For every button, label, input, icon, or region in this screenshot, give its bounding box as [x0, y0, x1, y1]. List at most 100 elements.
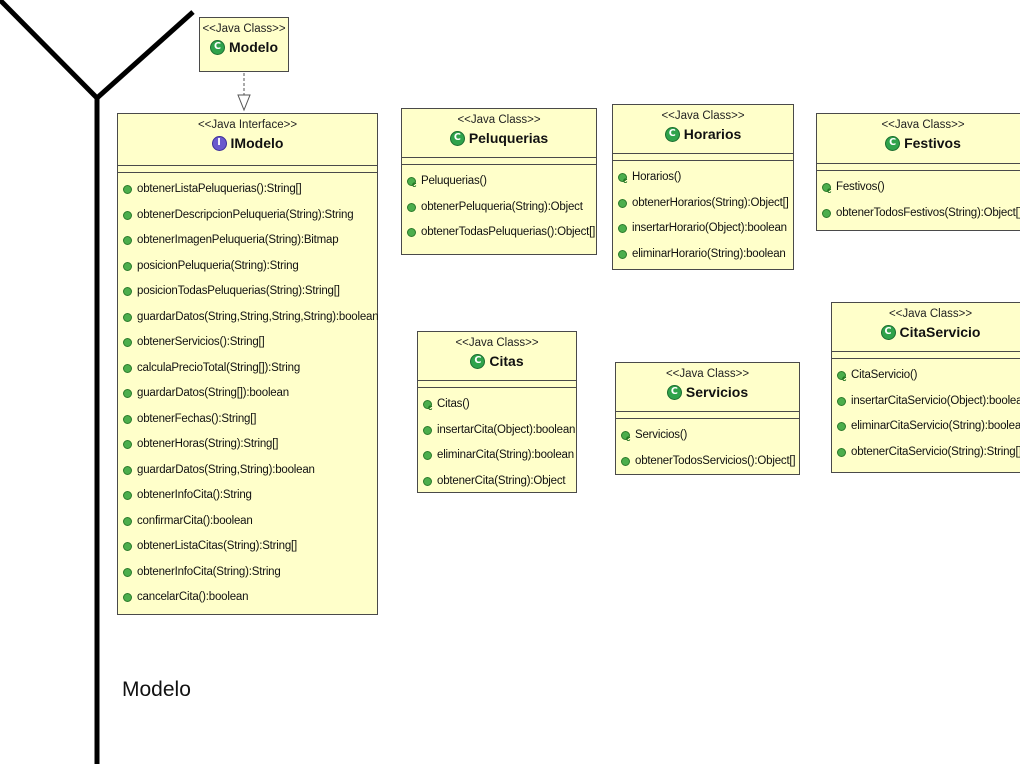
- class-name: Peluquerias: [468, 130, 549, 146]
- public-method-icon: [123, 593, 132, 603]
- method-item: guardarDatos(String,String):boolean: [123, 458, 377, 484]
- package-frame-left-diagonal: [0, 0, 99, 100]
- attributes-separator: [616, 411, 799, 418]
- public-method-icon: [407, 228, 416, 238]
- method-signature: obtenerTodosFestivos(String):Object[]: [836, 206, 1020, 219]
- constructor-icon: [837, 366, 846, 392]
- method-item: cancelarCita():boolean: [123, 585, 377, 611]
- public-method-icon: [618, 198, 627, 208]
- methods-separator: [402, 164, 596, 165]
- method-item: guardarDatos(String,String,String,String…: [123, 305, 379, 331]
- public-method-icon: [837, 422, 846, 432]
- method-item: obtenerCitaServicio(String):String[]: [837, 440, 1020, 466]
- package-label: Modelo: [122, 678, 191, 701]
- public-method-icon: [123, 542, 132, 552]
- method-signature: guardarDatos(String[]):boolean: [137, 387, 289, 399]
- method-item: eliminarHorario(String):boolean: [618, 242, 793, 268]
- constructor-label: Servicios(): [635, 429, 688, 441]
- method-signature: insertarHorario(Object):boolean: [632, 222, 787, 234]
- constructor-icon: [618, 168, 627, 194]
- public-method-icon: [837, 396, 846, 406]
- stereotype: <<Java Class>>: [881, 119, 965, 131]
- method-signature: confirmarCita():boolean: [137, 514, 253, 527]
- method-list: Horarios()obtenerHorarios(String):Object…: [613, 161, 793, 269]
- class-icon: C: [210, 39, 225, 55]
- stereotype: <<Java Interface>>: [197, 119, 298, 131]
- package-frame-right-diagonal: [95, 10, 195, 100]
- method-signature: insertarCitaServicio(Object):boolean: [851, 394, 1020, 407]
- constructor-label: Peluquerias(): [421, 175, 487, 187]
- method-item: guardarDatos(String[]):boolean: [123, 381, 377, 407]
- class-icon: C: [885, 135, 901, 151]
- method-list: Festivos() obtenerTodosFestivos(String):O…: [817, 171, 1020, 228]
- constructor-label: CitaServicio(): [851, 369, 918, 381]
- attributes-separator: [118, 165, 377, 172]
- stereotype: <<Java Class>>: [202, 23, 286, 35]
- constructor-icon: [407, 172, 416, 198]
- stereotype: <<Java Class>>: [665, 368, 750, 380]
- class-name: Festivos: [904, 135, 961, 151]
- public-method-icon: [123, 338, 132, 348]
- method-item: obtenerHoras(String):String[]: [123, 432, 377, 458]
- public-method-icon: [123, 261, 132, 271]
- method-item: obtenerInfoCita():String: [123, 483, 377, 509]
- constructor-icon: [822, 178, 831, 204]
- method-signature: eliminarCitaServicio(String):boolean: [851, 420, 1020, 432]
- method-item: obtenerInfoCita(String):String: [123, 560, 377, 586]
- method-item: confirmarCita():boolean: [123, 509, 377, 535]
- public-method-icon: [423, 451, 432, 461]
- method-signature: guardarDatos(String,String):boolean: [137, 463, 315, 476]
- methods-separator: [832, 358, 1020, 359]
- method-item: obtenerListaCitas(String):String[]: [123, 534, 377, 560]
- method-signature: posicionTodasPeluquerias(String):String[…: [137, 285, 340, 297]
- public-method-icon: [423, 425, 432, 435]
- public-method-icon: [423, 476, 432, 486]
- method-signature: obtenerListaPeluquerias():String[]: [137, 183, 302, 195]
- method-item: posicionPeluqueria(String):String: [123, 254, 377, 280]
- attributes-separator: [418, 380, 576, 387]
- attributes-separator: [817, 163, 1020, 170]
- method-signature: insertarCita(Object):boolean: [437, 423, 576, 436]
- methods-separator: [118, 172, 377, 173]
- constructor-item: Servicios(): [621, 423, 799, 452]
- public-method-icon: [407, 202, 416, 212]
- public-method-icon: [123, 567, 132, 577]
- stereotype: <<Java Class>>: [455, 337, 539, 349]
- method-signature: eliminarCita(String):boolean: [437, 449, 574, 461]
- public-method-icon: [123, 491, 132, 501]
- method-item: insertarCita(Object):boolean: [423, 418, 576, 444]
- method-signature: obtenerListaCitas(String):String[]: [137, 540, 298, 552]
- method-signature: eliminarHorario(String):boolean: [632, 247, 786, 260]
- public-method-icon: [123, 440, 132, 450]
- stereotype: <<Java Class>>: [661, 110, 745, 122]
- public-method-icon: [123, 185, 132, 195]
- constructor-label: Festivos(): [836, 181, 885, 193]
- method-signature: obtenerHoras(String):String[]: [137, 438, 279, 450]
- constructor-item: Festivos(): [822, 175, 1020, 204]
- constructor-label: Horarios(): [632, 171, 682, 183]
- constructor-label: Citas(): [437, 398, 470, 410]
- method-signature: obtenerInfoCita():String: [137, 489, 252, 501]
- class-name: CitaServicio: [899, 324, 981, 340]
- method-list: Peluquerias() obtenerPeluqueria(String):O…: [402, 165, 596, 248]
- method-item: obtenerDescripcionPeluqueria(String):Str…: [123, 203, 377, 229]
- method-item: obtenerPeluqueria(String):Object: [407, 195, 596, 221]
- interface-icon: I: [211, 135, 227, 151]
- public-method-icon: [123, 287, 132, 297]
- constructor-item: Citas(): [423, 392, 576, 421]
- method-signature: cancelarCita():boolean: [137, 591, 249, 603]
- method-item: insertarCitaServicio(Object):boolean: [837, 389, 1020, 415]
- method-signature: obtenerDescripcionPeluqueria(String):Str…: [137, 208, 354, 221]
- method-item: obtenerImagenPeluqueria(String):Bitmap: [123, 228, 377, 254]
- methods-separator: [613, 160, 793, 161]
- public-method-icon: [123, 363, 132, 373]
